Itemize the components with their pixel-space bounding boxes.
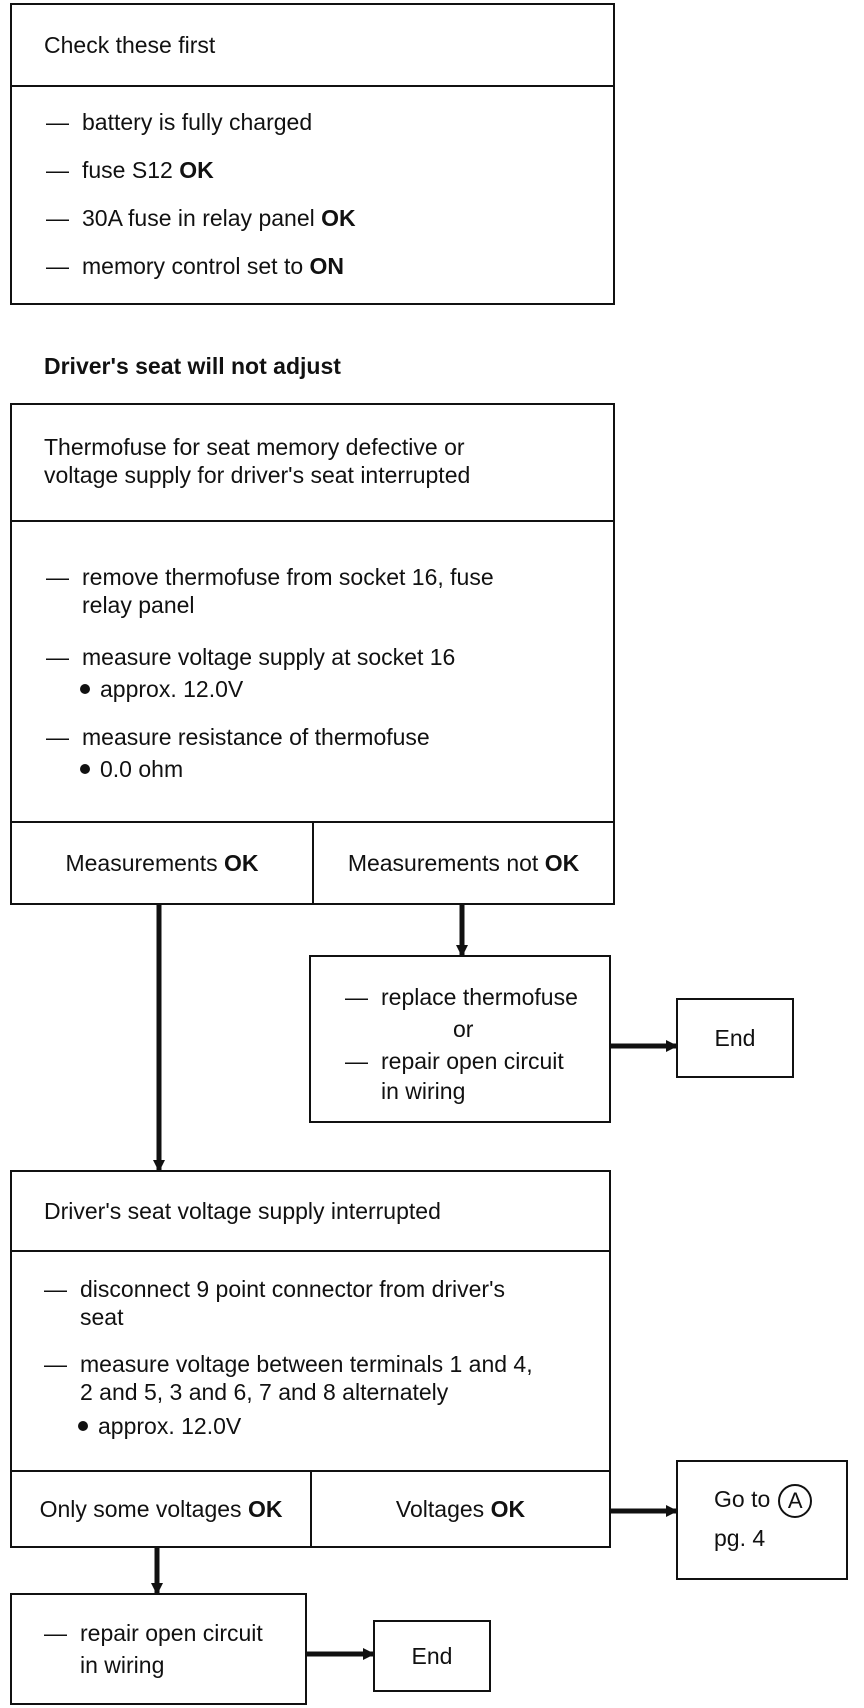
result-measurements-ok-bold: OK — [224, 849, 259, 876]
bullet-mark — [80, 763, 90, 774]
check-item-1: — battery is fully charged — [46, 108, 597, 136]
end-box-1: End — [676, 998, 794, 1078]
check-first-box: Check these first — battery is fully char… — [10, 3, 615, 305]
repair-2-line-2: in wiring — [80, 1652, 165, 1678]
voltage-supply-box: Driver's seat voltage supply interrupted… — [10, 1170, 611, 1548]
result-measurements-not-ok-bold: OK — [544, 849, 580, 876]
result-measurements-ok-text: Measurements — [65, 849, 218, 876]
thermofuse-step-1-line-1: remove thermofuse from socket 16, fuse — [82, 564, 494, 590]
thermofuse-header-line-1: Thermofuse for seat memory defective or — [44, 434, 465, 460]
result-voltages-ok-text: Voltages — [395, 1495, 485, 1522]
check-item-3-text: 30A fuse in relay panel — [82, 205, 322, 231]
thermofuse-step-2-text: measure voltage supply at socket 16 — [82, 644, 456, 670]
goto-line-2: pg. 4 — [714, 1525, 766, 1551]
dash-mark: — — [44, 1351, 67, 1377]
goto-box: Go to A pg. 4 — [676, 1460, 848, 1580]
repair-2-line-1: — repair open circuit — [44, 1619, 263, 1647]
result-some-voltages-ok-bold: OK — [247, 1495, 283, 1522]
result-measurements-ok: Measurements OK — [12, 823, 312, 903]
check-item-4: — memory control set to ON — [46, 252, 597, 280]
result-voltages-ok-bold: OK — [490, 1495, 526, 1522]
check-item-4-text: memory control set to — [82, 253, 310, 279]
dash-mark: — — [345, 1048, 368, 1074]
repair-box-2: — repair open circuit in wiring — [10, 1593, 307, 1705]
voltage-step-1-line-1: disconnect 9 point connector from driver… — [80, 1276, 505, 1302]
thermofuse-step-2-spec-text: approx. 12.0V — [100, 676, 244, 702]
dash-mark: — — [46, 644, 69, 670]
bullet-mark — [78, 1420, 88, 1431]
result-measurements-not-ok: Measurements not OK — [312, 823, 613, 903]
thermofuse-step-3-spec-text: 0.0 ohm — [100, 756, 184, 782]
repair-1-line-3: in wiring — [381, 1078, 466, 1104]
thermofuse-step-3-spec: 0.0 ohm — [80, 755, 183, 783]
voltage-step-1-line-2: seat — [80, 1304, 124, 1331]
result-voltages-ok: Voltages OK — [310, 1472, 609, 1546]
voltage-supply-header-text: Driver's seat voltage supply interrupted — [44, 1197, 441, 1224]
end-box-1-text: End — [714, 1024, 756, 1051]
result-measurements-not-ok-text: Measurements not — [347, 849, 539, 876]
check-first-header: Check these first — [12, 5, 613, 87]
thermofuse-header-line-2: voltage supply for driver's seat interru… — [44, 462, 471, 489]
thermofuse-step-2-spec: approx. 12.0V — [80, 675, 243, 703]
thermofuse-step-3-text: measure resistance of thermofuse — [82, 724, 430, 750]
thermofuse-step-1: —remove thermofuse from socket 16, fuse … — [46, 563, 597, 619]
dash-mark: — — [46, 724, 69, 750]
section-title: Driver's seat will not adjust — [44, 353, 341, 379]
repair-1-or: or — [453, 1016, 474, 1042]
voltage-step-2-line-2: 2 and 5, 3 and 6, 7 and 8 alternately — [80, 1379, 449, 1406]
check-item-4-bold: ON — [309, 253, 345, 279]
dash-mark: — — [46, 564, 69, 590]
thermofuse-header: Thermofuse for seat memory defective or … — [12, 405, 613, 522]
voltage-step-2-spec: approx. 12.0V — [78, 1412, 241, 1440]
dash-mark: — — [46, 205, 69, 231]
dash-mark: — — [44, 1620, 67, 1646]
result-some-voltages-ok: Only some voltages OK — [12, 1472, 310, 1546]
result-some-voltages-ok-text: Only some voltages — [39, 1495, 242, 1522]
goto-line-1: Go to A — [714, 1484, 813, 1518]
thermofuse-step-2: — measure voltage supply at socket 16 — [46, 643, 597, 671]
check-item-1-text: battery is fully charged — [82, 109, 313, 135]
dash-mark: — — [46, 109, 69, 135]
voltage-step-1: — disconnect 9 point connector from drive… — [44, 1275, 593, 1331]
voltage-step-2-line-1: measure voltage between terminals 1 and … — [80, 1351, 533, 1377]
thermofuse-box: Thermofuse for seat memory defective or … — [10, 403, 615, 905]
check-item-2-bold: OK — [179, 157, 214, 183]
end-box-2: End — [373, 1620, 491, 1692]
check-item-2: — fuse S12 OK — [46, 156, 597, 184]
repair-2-line-1-text: repair open circuit — [80, 1620, 263, 1646]
voltage-supply-header: Driver's seat voltage supply interrupted — [12, 1172, 609, 1252]
thermofuse-results-row: Measurements OK Measurements not OK — [12, 821, 613, 903]
repair-1-line-2: — repair open circuit — [345, 1047, 564, 1075]
dash-mark: — — [44, 1276, 67, 1302]
repair-1-line-1-text: replace thermofuse — [381, 984, 578, 1010]
repair-1-line-2-text: repair open circuit — [381, 1048, 564, 1074]
dash-mark: — — [46, 253, 69, 279]
goto-line-1-text: Go to — [714, 1486, 771, 1513]
repair-1-line-1: — replace thermofuse — [345, 983, 578, 1011]
thermofuse-step-1-line-2: relay panel — [82, 592, 195, 619]
dash-mark: — — [46, 157, 69, 183]
voltage-step-2: — measure voltage between terminals 1 and… — [44, 1350, 593, 1406]
check-first-header-text: Check these first — [44, 31, 216, 58]
voltage-results-row: Only some voltages OK Voltages OK — [12, 1470, 609, 1546]
check-item-2-text: fuse S12 — [82, 157, 180, 183]
thermofuse-step-3: — measure resistance of thermofuse — [46, 723, 597, 751]
end-box-2-text: End — [411, 1642, 453, 1669]
dash-mark: — — [345, 984, 368, 1010]
check-item-3-bold: OK — [321, 205, 356, 231]
voltage-step-2-spec-text: approx. 12.0V — [98, 1413, 242, 1439]
connector-a-icon: A — [778, 1484, 813, 1518]
check-item-3: — 30A fuse in relay panel OK — [46, 204, 597, 232]
repair-box-1: — replace thermofuse or — repair open circ… — [309, 955, 611, 1123]
bullet-mark — [80, 683, 90, 694]
